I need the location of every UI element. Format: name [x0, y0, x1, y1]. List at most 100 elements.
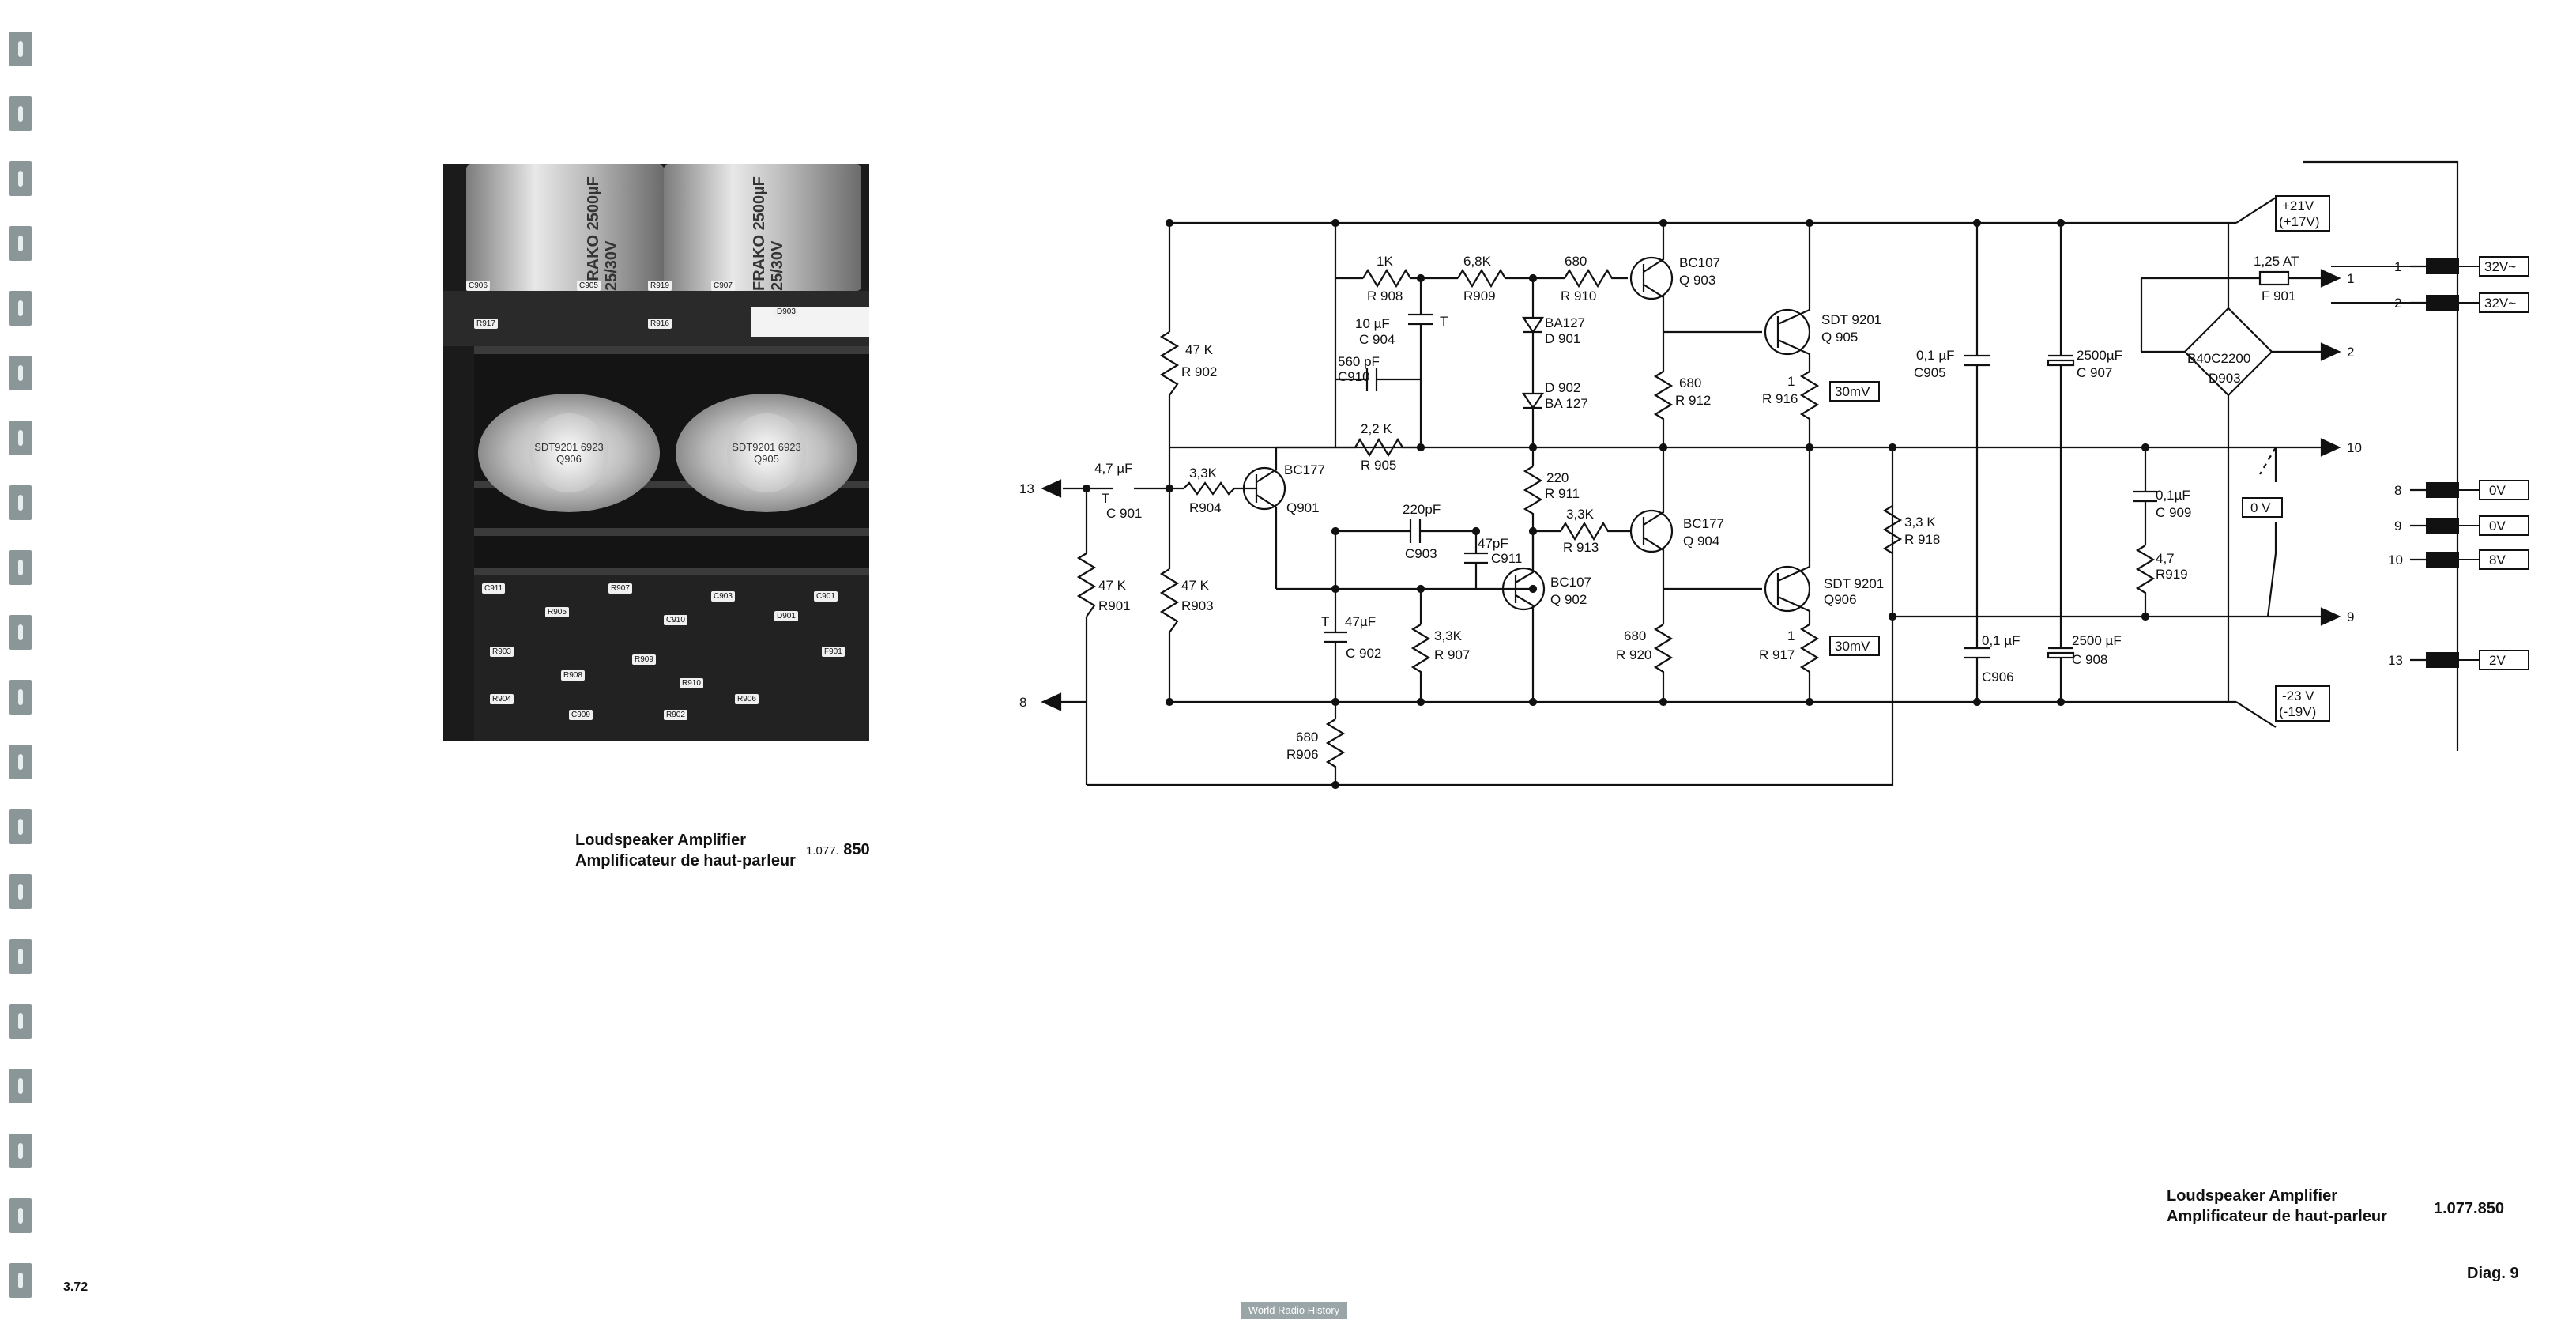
c908-value: 2500 µF	[2072, 633, 2122, 648]
q901-ref: Q901	[1286, 500, 1320, 515]
capacitor-c907-photo: FRAKO 2500µF 25/30V	[664, 164, 861, 291]
f901-value: 1,25 AT	[2254, 254, 2299, 269]
part-prefix: 1.077.	[806, 844, 839, 858]
margin-tab	[9, 874, 32, 909]
page-number: 3.72	[63, 1281, 89, 1294]
margin-tab	[9, 550, 32, 585]
r913-ref: R 913	[1563, 540, 1599, 555]
r906-ref: R906	[1286, 747, 1319, 762]
component-label: C909	[569, 710, 593, 720]
d903-ref: D903	[2209, 371, 2241, 386]
component-label: R906	[735, 694, 759, 704]
r918-ref: R 918	[1904, 532, 1940, 547]
c908-ref: C 908	[2072, 652, 2107, 667]
component-label: C903	[711, 591, 735, 602]
component-label: R905	[545, 607, 569, 617]
photo-caption: Loudspeaker Amplifier Amplificateur de h…	[575, 830, 796, 871]
r913-value: 3,3K	[1566, 507, 1595, 522]
c902-value: 47µF	[1345, 614, 1376, 629]
c906-value: 0,1 µF	[1982, 633, 2021, 648]
photo-part-number: 1.077. 850	[806, 841, 870, 859]
margin-tab	[9, 485, 32, 520]
c911-value: 47pF	[1478, 536, 1508, 551]
c901-ref: C 901	[1106, 506, 1142, 521]
component-label: C911	[482, 583, 506, 594]
part-suffix: 850	[843, 841, 870, 858]
q902-type: BC107	[1550, 575, 1591, 590]
connector-value-13: 2V	[2489, 653, 2506, 668]
margin-tab	[9, 615, 32, 650]
component-label: R910	[680, 678, 703, 688]
margin-tab	[9, 96, 32, 131]
c907-value: 2500µF	[2077, 348, 2122, 363]
watermark: World Radio History	[1241, 1302, 1347, 1319]
r917-voltage: 30mV	[1835, 639, 1870, 654]
margin-tab	[9, 161, 32, 196]
component-label: C901	[814, 591, 838, 602]
r902-ref: R 902	[1181, 364, 1217, 379]
q901-type: BC177	[1284, 462, 1325, 477]
connector-pin-10: 10	[2388, 553, 2403, 568]
caption-title-en: Loudspeaker Amplifier	[575, 832, 746, 849]
margin-tab	[9, 745, 32, 779]
component-label: R917	[474, 319, 498, 329]
node-9: 9	[2347, 609, 2354, 624]
r920-ref: R 920	[1616, 647, 1651, 662]
positive-supply-voltage: +21V	[2282, 198, 2314, 213]
c903-ref: C903	[1405, 546, 1437, 561]
r910-value: 680	[1565, 254, 1587, 269]
r904-value: 3,3K	[1189, 466, 1218, 481]
component-label: R919	[648, 281, 672, 291]
margin-tab	[9, 356, 32, 390]
connector-pin-9: 9	[2394, 519, 2401, 534]
r916-value: 1	[1787, 374, 1795, 389]
r901-ref: R901	[1098, 598, 1131, 613]
negative-supply-voltage-alt: (-19V)	[2279, 704, 2316, 719]
c904-value: 10 µF	[1355, 316, 1390, 331]
node-1: 1	[2347, 271, 2354, 286]
node-2: 2	[2347, 345, 2354, 360]
q906-type: SDT 9201	[1824, 576, 1884, 591]
d902-ref: D 902	[1545, 380, 1580, 395]
q902-ref: Q 902	[1550, 592, 1587, 607]
c901-t: T	[1102, 491, 1109, 506]
r906-value: 680	[1296, 730, 1318, 745]
r912-ref: R 912	[1675, 393, 1711, 408]
diagram-label: Diag. 9	[2467, 1265, 2519, 1282]
c910-value: 560 pF	[1338, 354, 1380, 369]
c911-ref: C911	[1491, 551, 1522, 566]
connector-pin-8: 8	[2394, 483, 2401, 498]
schematic-title-en: Loudspeaker Amplifier	[2167, 1187, 2337, 1205]
margin-tab	[9, 1198, 32, 1233]
margin-tab	[9, 421, 32, 455]
node-13: 13	[1019, 481, 1034, 496]
d903-type: B40C2200	[2187, 351, 2250, 366]
component-label: R908	[561, 670, 585, 681]
margin-tab	[9, 32, 32, 66]
connector-pin-13: 13	[2388, 653, 2403, 668]
r919-value: 4,7	[2156, 551, 2175, 566]
node-8: 8	[1019, 695, 1026, 710]
r916-ref: R 916	[1762, 391, 1798, 406]
r909-ref: R909	[1463, 289, 1496, 304]
schematic-part-number: 1.077.850	[2434, 1200, 2504, 1217]
d902-type: BA 127	[1545, 396, 1588, 411]
capacitor-c908-photo: FRAKO 2500µF 25/30V	[466, 164, 664, 291]
c909-value: 0,1µF	[2156, 488, 2190, 503]
r919-ref: R919	[2156, 567, 2188, 582]
r903-ref: R903	[1181, 598, 1214, 613]
component-label: R904	[490, 694, 514, 704]
c906-ref: C906	[1982, 670, 2014, 685]
connector-value-10: 8V	[2489, 553, 2506, 568]
r904-ref: R904	[1189, 500, 1222, 515]
zero-volt-reading: 0 V	[2250, 500, 2271, 515]
c907-ref: C 907	[2077, 365, 2112, 380]
c902-ref: C 902	[1346, 646, 1381, 661]
connector-value-2: 32V~	[2484, 296, 2516, 311]
heatsink: SDT9201 6923 Q906 SDT9201 6923 Q905	[474, 346, 869, 575]
r916-voltage: 30mV	[1835, 384, 1870, 399]
q905-ref: Q 905	[1821, 330, 1858, 345]
r911-value: 220	[1546, 470, 1569, 485]
r911-ref: R 911	[1545, 486, 1580, 501]
